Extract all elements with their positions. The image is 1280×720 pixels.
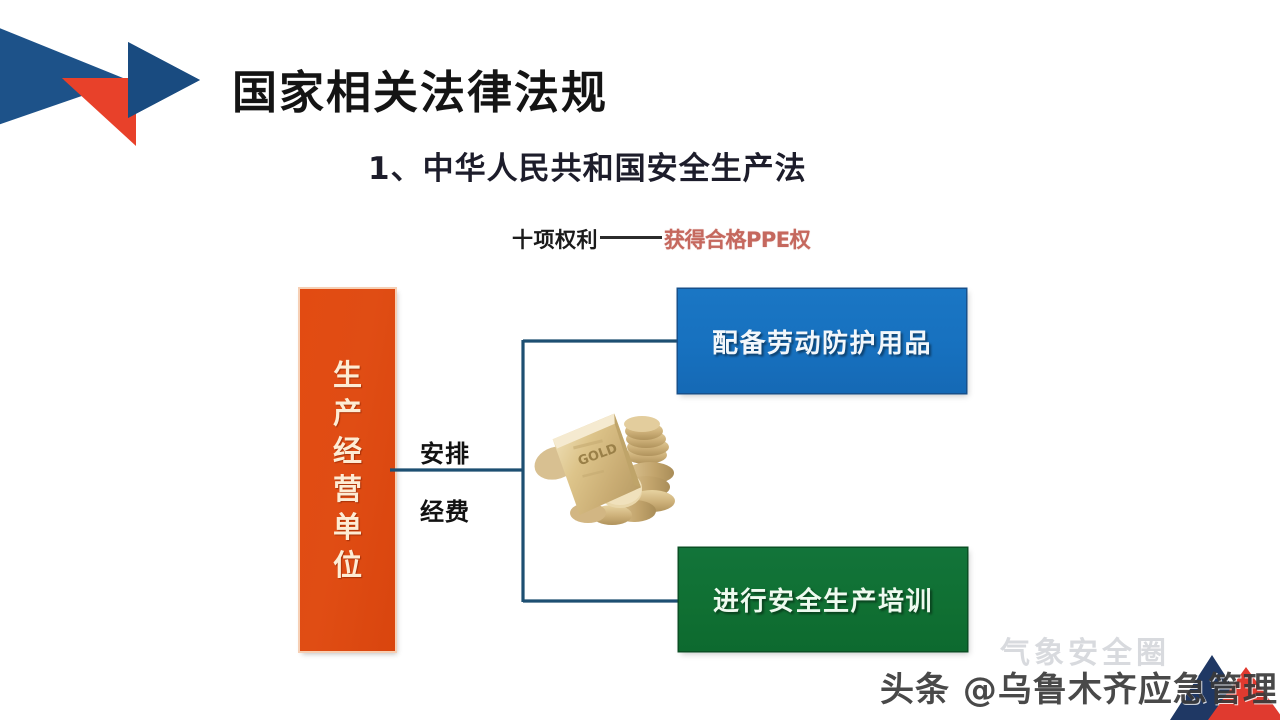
rights-prefix-label: 十项权利: [512, 228, 598, 252]
source-node-char: 产: [332, 395, 362, 430]
chevron-arrow-decoration-icon: [0, 28, 200, 146]
page-title: 国家相关法律法规: [232, 66, 609, 119]
connector-label-funds: 经费: [420, 498, 470, 526]
source-node-char: 生: [332, 357, 362, 392]
rights-annotation: 十项权利 获得合格PPE权: [512, 224, 811, 254]
page-subtitle: 1、中华人民共和国安全生产法: [368, 151, 807, 187]
watermark-faint: 气象安全圈: [1000, 636, 1170, 671]
source-node-char: 营: [332, 471, 362, 506]
connector-label-arrange: 安排: [420, 440, 470, 468]
source-node-char: 经: [332, 433, 362, 468]
target-box-ppe-equipment: 配备劳动防护用品: [678, 289, 966, 393]
target-box-label: 配备劳动防护用品: [711, 328, 932, 359]
target-box-label: 进行安全生产培训: [712, 587, 933, 617]
watermark-toutiao: 头条 @乌鲁木齐应急管理: [880, 670, 1278, 710]
rights-dash-rule: [600, 236, 662, 239]
target-box-safety-training: 进行安全生产培训: [679, 548, 967, 651]
source-node-char: 位: [332, 547, 362, 582]
source-node-production-unit: 生 产 经 营 单 位: [300, 289, 395, 651]
source-node-char: 单: [332, 509, 362, 544]
gold-bars-and-coins-image: GOLD: [534, 413, 675, 525]
rights-highlight-label: 获得合格PPE权: [664, 228, 811, 252]
